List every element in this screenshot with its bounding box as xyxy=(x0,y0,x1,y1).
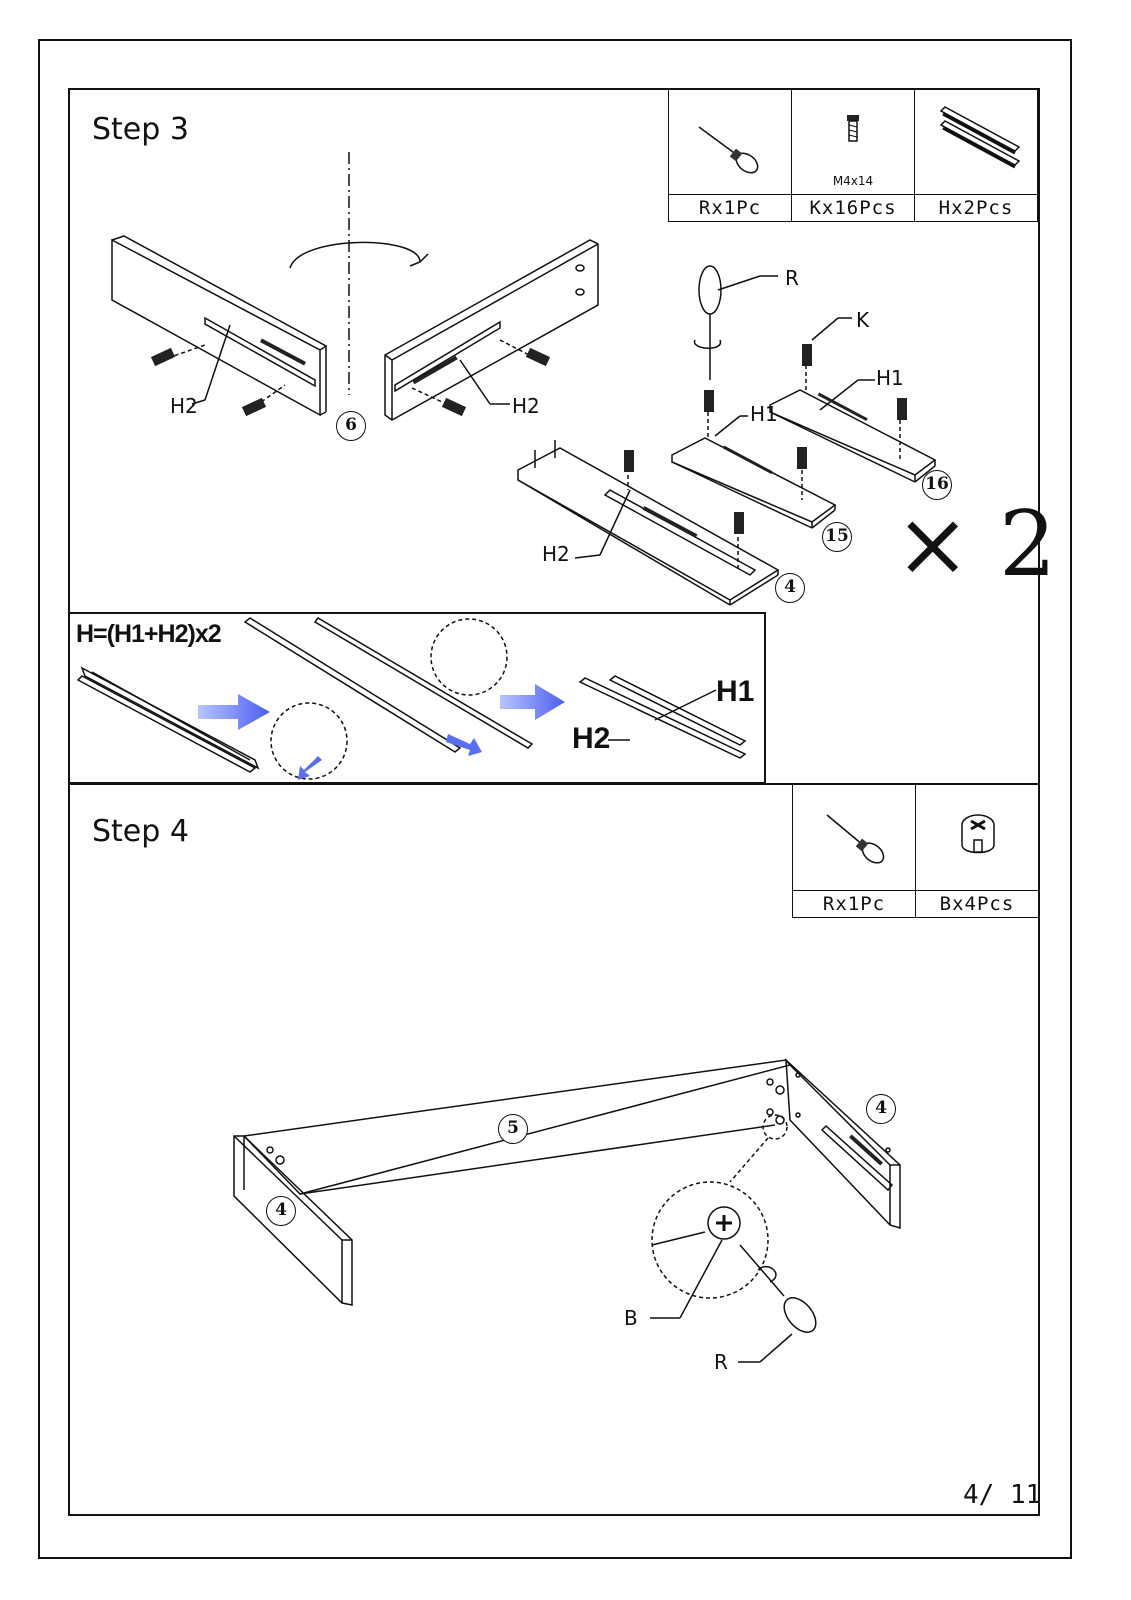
multiplier-symbol: × xyxy=(895,492,971,597)
cam-lock-icon xyxy=(961,814,995,854)
callout-h2-left: H2 xyxy=(170,394,198,418)
step4-title: Step 4 xyxy=(92,814,189,849)
step3-title: Step 3 xyxy=(92,112,189,147)
panel-16-marker: 16 xyxy=(922,470,952,500)
step-divider xyxy=(68,783,1040,785)
panel-4-marker: 4 xyxy=(775,573,805,603)
page-number: 4/ 11 xyxy=(963,1480,1042,1510)
part-b-label: Bx4Pcs xyxy=(915,890,1039,918)
callout-k: K xyxy=(856,308,870,332)
callout-h2-panel4: H2 xyxy=(542,542,570,566)
page-border xyxy=(38,39,1072,1559)
callout-b: B xyxy=(624,1306,638,1330)
multiplier-value: 2 xyxy=(999,492,1057,597)
screw-size-label: M4x14 xyxy=(832,174,874,188)
step4-parts-table: Rx1Pc Bx4Pcs xyxy=(792,784,1039,918)
panel-6-marker: 6 xyxy=(336,411,366,441)
panel-4-left-marker: 4 xyxy=(266,1196,296,1226)
screw-icon xyxy=(847,115,859,142)
part-r-cell xyxy=(668,88,792,195)
slide-h2-label: H2 xyxy=(572,722,611,755)
panel-15-marker: 15 xyxy=(822,522,852,552)
callout-r: R xyxy=(785,266,799,290)
callout-r-step4: R xyxy=(714,1350,728,1374)
part-h-label: Hx2Pcs xyxy=(914,194,1038,222)
part-b-cell xyxy=(915,784,1039,891)
part-r-label: Rx1Pc xyxy=(668,194,792,222)
panel-5-marker: 5 xyxy=(498,1114,528,1144)
step3-parts-table: M4x14 Rx1Pc Kx16Pcs Hx2Pcs xyxy=(668,88,1038,222)
part-h-cell xyxy=(914,88,1038,195)
part-r-label-step4: Rx1Pc xyxy=(792,890,916,918)
content-border xyxy=(68,88,1040,1516)
screwdriver-icon xyxy=(826,814,885,864)
slide-formula: H=(H1+H2)x2 xyxy=(76,620,222,648)
slide-h1-label: H1 xyxy=(716,675,755,708)
screwdriver-icon xyxy=(698,126,759,174)
panel-4-right-marker: 4 xyxy=(866,1094,896,1124)
quantity-multiplier: × 2 xyxy=(895,500,1056,590)
callout-h2-right: H2 xyxy=(512,394,540,418)
callout-h1-16: H1 xyxy=(876,366,904,390)
part-k-cell: M4x14 xyxy=(791,88,915,195)
part-k-label: Kx16Pcs xyxy=(791,194,915,222)
drawer-slide-icon xyxy=(939,106,1021,169)
callout-h1-15: H1 xyxy=(750,402,778,426)
